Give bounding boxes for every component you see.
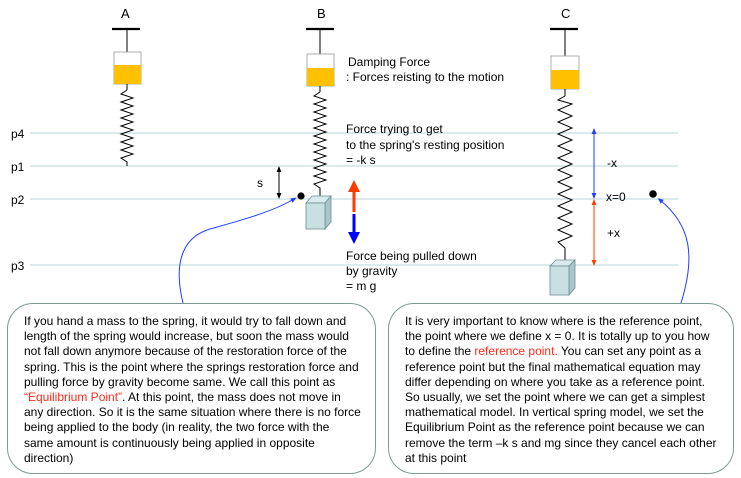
level-label-p1: p1 — [11, 160, 25, 174]
restoring-force-desc: to the spring's resting position — [346, 138, 504, 152]
reference-text-part2: You can set any point as a reference poi… — [405, 344, 717, 465]
equilibrium-point-highlight: “Equilibrium Point” — [24, 390, 123, 405]
column-label-b: B — [317, 6, 326, 21]
equilibrium-point-callout: If you hand a mass to the spring, it wou… — [7, 303, 376, 474]
column-label-c: C — [561, 6, 570, 21]
level-label-p2: p2 — [11, 193, 25, 207]
spring-assembly-a — [112, 27, 142, 166]
reference-text-part1: It is very important to know where is th… — [405, 314, 710, 359]
displacement-s-label: s — [257, 176, 263, 190]
equilibrium-text-part1: If you hand a mass to the spring, it wou… — [24, 314, 359, 389]
gravity-force-formula: = m g — [346, 279, 376, 293]
negative-x-label: -x — [607, 156, 617, 170]
reference-dot-c — [649, 190, 657, 198]
reference-point-callout: It is very important to know where is th… — [388, 303, 734, 474]
column-label-a: A — [121, 6, 130, 21]
spring-assembly-b — [305, 27, 335, 231]
spring-assembly-c — [549, 27, 580, 297]
restoring-force-title: Force trying to get — [346, 122, 443, 136]
mass-c — [549, 259, 576, 297]
connector-left — [178, 197, 297, 304]
spring-coil-c — [556, 95, 574, 262]
restoring-force-formula: = -k s — [346, 153, 376, 167]
level-label-p4: p4 — [11, 127, 25, 141]
gravity-force-title: Force being pulled down — [346, 249, 477, 263]
reference-point-highlight: reference point. — [474, 344, 558, 359]
equilibrium-dot-b — [297, 192, 305, 200]
equilibrium-text-part2: . At this point, the mass does not move … — [24, 390, 361, 465]
connector-right — [657, 198, 690, 304]
damping-force-title: Damping Force — [348, 55, 430, 69]
gravity-force-desc: by gravity — [346, 264, 397, 278]
level-label-p3: p3 — [11, 259, 25, 273]
spring-coil-a — [119, 89, 135, 166]
damping-force-desc: : Forces reisting to the motion — [346, 70, 504, 84]
positive-x-label: +x — [607, 226, 620, 240]
spring-coil-b — [312, 91, 328, 196]
x-zero-label: x=0 — [606, 190, 626, 204]
mass-b — [305, 194, 332, 231]
